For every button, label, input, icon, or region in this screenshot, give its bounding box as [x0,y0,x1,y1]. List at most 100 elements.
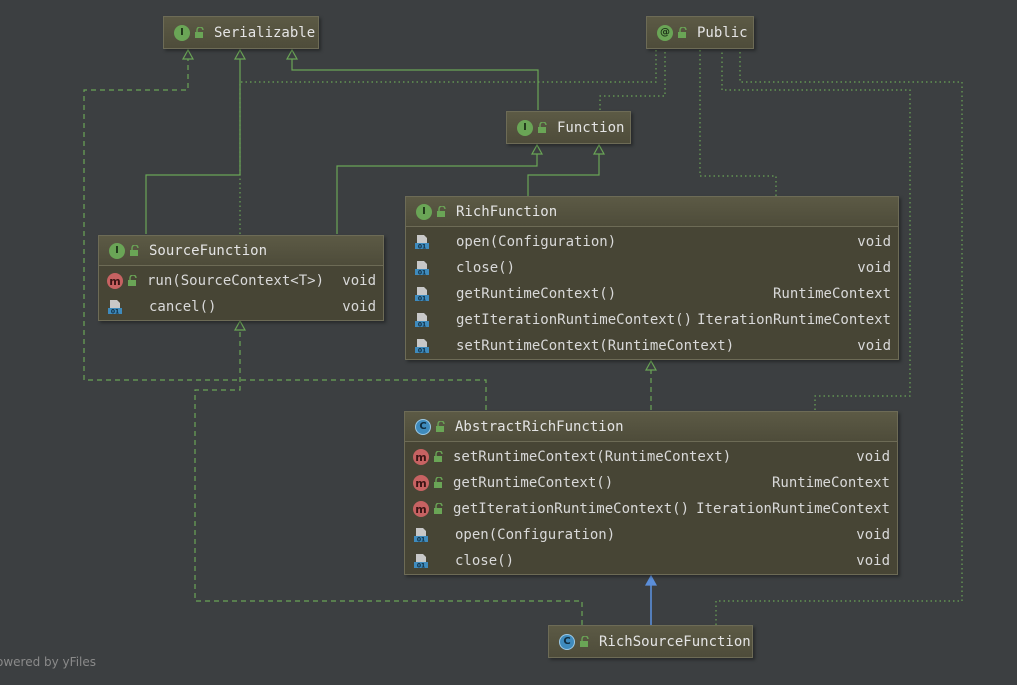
member-name: getIterationRuntimeContext() [456,312,693,328]
node-public[interactable]: @ Public [646,16,754,49]
abstract-method-icon: 01 [413,527,429,543]
member-row[interactable]: m setRuntimeContext(RuntimeContext) void [405,444,897,470]
method-icon: m [413,449,429,465]
abstract-method-icon: 01 [414,234,430,250]
member-return-type: void [856,553,890,569]
member-name: cancel() [149,299,217,315]
node-function[interactable]: I Function [506,111,631,144]
svg-text:01: 01 [418,321,426,328]
node-serializable[interactable]: I Serializable [163,16,319,49]
member-name: open(Configuration) [456,234,617,250]
node-richsourcefunction-header: C RichSourceFunction [549,626,752,657]
arrowhead-function-2 [592,143,606,155]
member-return-type: void [342,299,376,315]
public-lock-icon [436,420,445,432]
public-lock-icon [433,451,453,463]
edge-abstractrich-serializable [83,58,487,410]
public-lock-icon [678,26,687,38]
edge-abstractrich-public [721,50,911,410]
svg-text:01: 01 [417,536,425,543]
node-title: RichSourceFunction [599,633,751,650]
interface-icon: I [174,24,190,41]
method-icon: m [413,475,429,491]
member-name: run(SourceContext<T>) [147,273,325,289]
member-return-type: void [342,273,376,289]
edge-function-serializable [291,58,539,110]
svg-text:01: 01 [418,347,426,354]
node-serializable-header: I Serializable [164,17,318,48]
member-return-type: RuntimeContext [771,475,890,491]
member-return-type: void [856,449,890,465]
method-icon: m [413,501,429,517]
svg-text:01: 01 [111,308,119,315]
public-lock-icon [127,275,147,287]
edge-sourcefunction-public [239,50,657,234]
abstract-method-icon: 01 [413,553,429,569]
node-richfunction[interactable]: I RichFunction 01 open(Configuration) void… [405,196,899,360]
member-name: setRuntimeContext(RuntimeContext) [453,449,732,465]
member-row[interactable]: 01 getIterationRuntimeContext()IterationR… [406,307,898,333]
svg-text:01: 01 [417,562,425,569]
member-row[interactable]: 01 open(Configuration) void [406,229,898,255]
arrowhead-serializable-2 [285,48,299,60]
public-lock-icon [130,244,139,256]
member-return-type: IterationRuntimeContext [696,501,890,517]
arrowhead-sourcefunction [233,319,247,331]
member-return-type: IterationRuntimeContext [697,312,891,328]
svg-text:01: 01 [418,243,426,250]
member-name: getRuntimeContext() [456,286,617,302]
arrowhead-function-1 [530,143,544,155]
member-row[interactable]: 01 cancel() void [99,294,383,320]
arrowhead-serializable-1 [233,48,247,60]
node-abstractrichfunction[interactable]: C AbstractRichFunction m setRuntimeContex… [404,411,898,575]
member-return-type: RuntimeContext [772,286,891,302]
node-title: Function [557,119,625,136]
interface-icon: I [416,203,432,220]
node-abstractrichfunction-header: C AbstractRichFunction [405,412,897,442]
node-richfunction-header: I RichFunction [406,197,898,227]
powered-by-label: owered by yFiles [0,655,96,669]
interface-icon: I [517,119,533,136]
edge-richsource-sourcefunction [194,328,583,625]
node-richsourcefunction[interactable]: C RichSourceFunction [548,625,753,658]
abstract-method-icon: 01 [414,286,430,302]
node-sourcefunction-header: I SourceFunction [99,236,383,266]
member-row[interactable]: 01 getRuntimeContext() RuntimeContext [406,281,898,307]
arrowhead-serializable-3 [181,48,195,60]
annotation-icon: @ [657,24,673,41]
member-name: getRuntimeContext() [453,475,614,491]
arrowhead-richfunction [644,359,658,371]
arrowhead-abstractrich [644,574,658,586]
abstract-method-icon: 01 [414,312,430,328]
node-title: RichFunction [456,203,558,220]
public-lock-icon [437,205,446,217]
svg-text:01: 01 [418,269,426,276]
member-name: close() [456,260,516,276]
abstract-method-icon: 01 [414,260,430,276]
node-function-header: I Function [507,112,630,143]
member-return-type: void [856,527,890,543]
svg-text:01: 01 [418,295,426,302]
interface-icon: I [109,242,125,259]
public-lock-icon [538,121,547,133]
member-name: setRuntimeContext(RuntimeContext) [456,338,735,354]
public-lock-icon [433,503,453,515]
abstract-method-icon: 01 [107,299,123,315]
member-return-type: void [857,234,891,250]
class-icon: C [559,633,575,650]
public-lock-icon [433,477,453,489]
member-row[interactable]: m getRuntimeContext() RuntimeContext [405,470,897,496]
node-title: AbstractRichFunction [455,418,624,435]
node-public-header: @ Public [647,17,753,48]
